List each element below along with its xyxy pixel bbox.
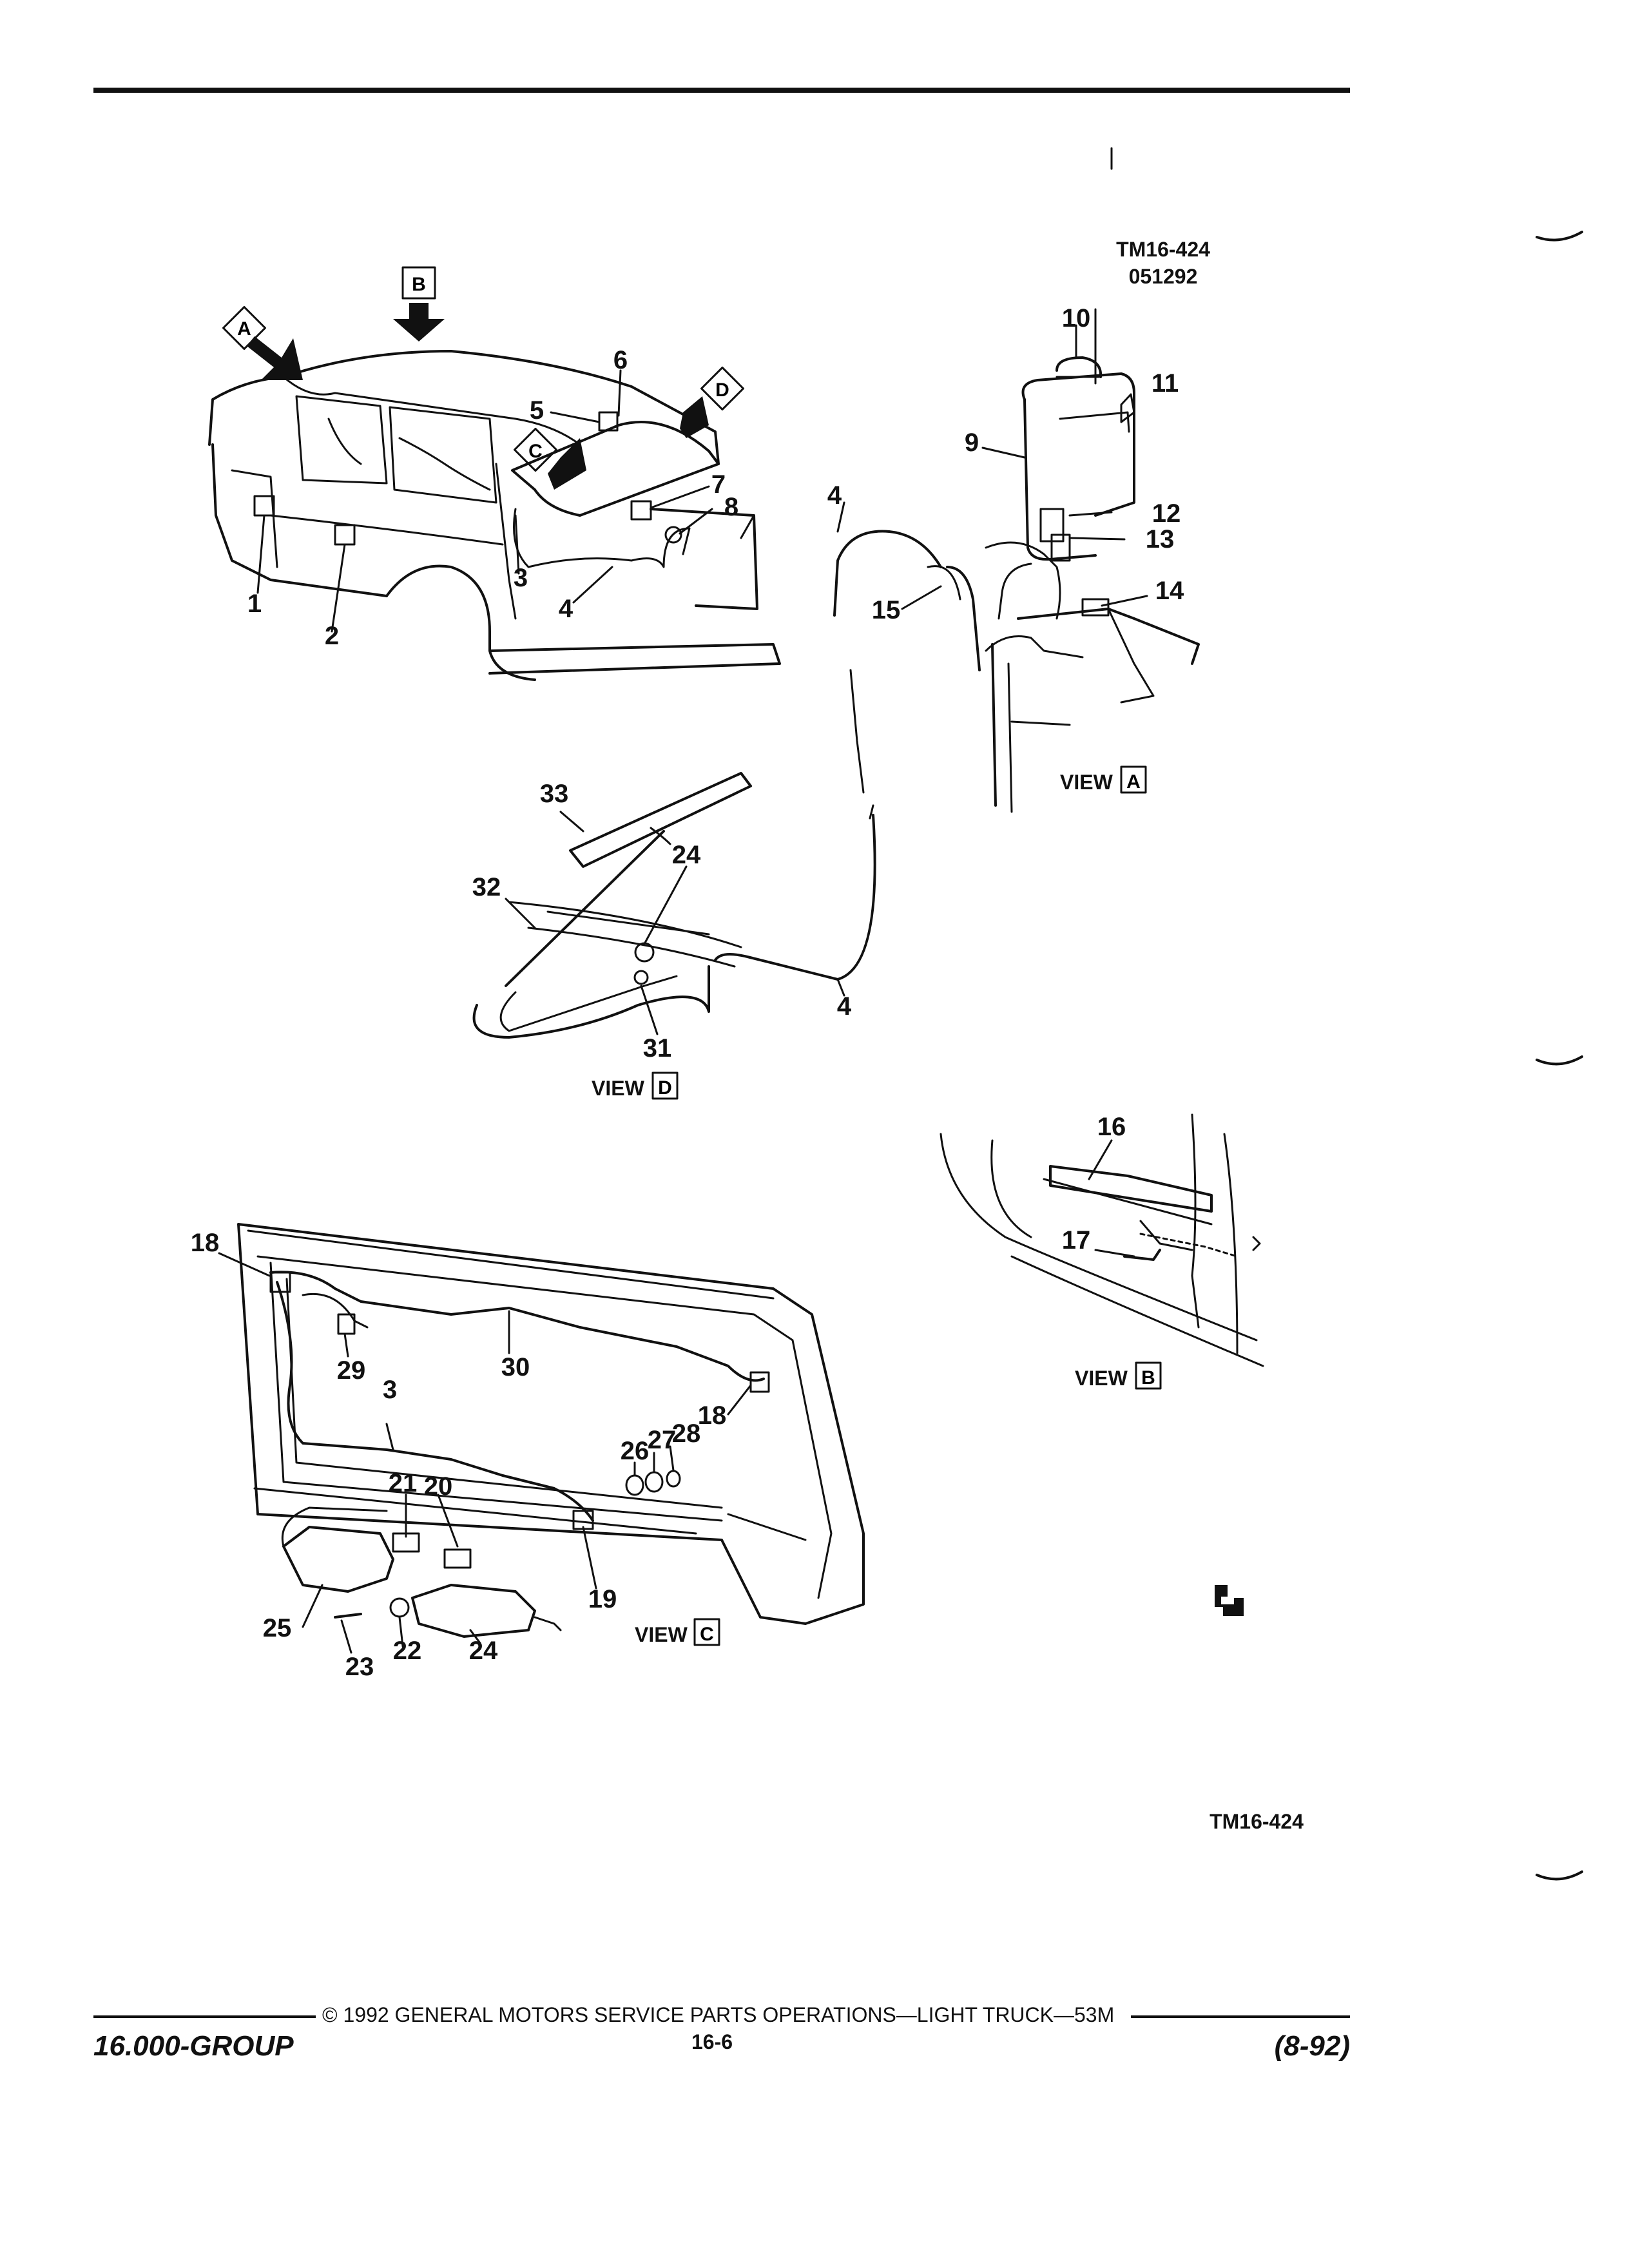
view-d-box	[651, 1072, 679, 1100]
view-a-arrow: A	[222, 305, 303, 380]
callout-3: 3	[514, 564, 528, 592]
van-overview-illustration	[208, 350, 781, 681]
callout-27: 27	[648, 1426, 677, 1454]
callout-21: 21	[389, 1469, 418, 1497]
svg-text:D: D	[658, 1077, 672, 1099]
view-a-illustration	[901, 147, 1200, 813]
callout-3-view-c: 3	[383, 1376, 397, 1404]
drawing-id: TM16-424	[1116, 238, 1210, 261]
callout-11: 11	[1152, 369, 1179, 398]
view-c-box	[693, 1618, 720, 1646]
view-d-label: VIEW	[592, 1077, 645, 1100]
callout-18-right: 18	[698, 1401, 727, 1430]
callout-2: 2	[325, 622, 339, 650]
callout-23: 23	[345, 1653, 374, 1681]
svg-text:C: C	[700, 1624, 714, 1645]
callout-9: 9	[965, 428, 979, 457]
view-d-arrow: D	[680, 366, 745, 438]
callout-7: 7	[711, 470, 726, 499]
callout-4: 4	[559, 595, 574, 623]
callout-28: 28	[672, 1419, 701, 1448]
view-a-box	[1120, 765, 1147, 794]
svg-text:A: A	[237, 318, 251, 340]
callout-33: 33	[540, 780, 569, 808]
svg-text:B: B	[412, 274, 426, 295]
callout-10: 10	[1062, 304, 1091, 332]
callout-4-hose-top: 4	[827, 481, 842, 510]
callout-20: 20	[424, 1472, 453, 1501]
callout-4-hose-bottom: 4	[837, 992, 852, 1021]
svg-text:D: D	[715, 380, 729, 401]
callout-5: 5	[530, 396, 544, 425]
view-d-illustration	[472, 772, 752, 1039]
callout-22: 22	[393, 1637, 422, 1665]
binding-mark	[1536, 231, 1583, 242]
callout-12: 12	[1152, 499, 1181, 528]
callout-18-left: 18	[191, 1229, 220, 1257]
view-c-arrow: C	[513, 427, 586, 490]
gm-logo-mark	[1215, 1585, 1244, 1616]
view-b-illustration	[940, 1113, 1264, 1367]
washer-hose	[714, 501, 942, 997]
callout-29: 29	[337, 1356, 366, 1385]
callout-30: 30	[501, 1353, 530, 1381]
view-b-arrow: B	[393, 266, 445, 341]
svg-text:C: C	[528, 441, 543, 462]
callout-24-view-d: 24	[672, 841, 701, 869]
view-c-label: VIEW	[635, 1623, 688, 1646]
callout-31: 31	[643, 1034, 672, 1062]
drawing-date: 051292	[1129, 265, 1198, 288]
callout-6: 6	[613, 346, 628, 374]
callout-32: 32	[472, 873, 501, 901]
callout-15: 15	[872, 596, 901, 624]
callout-16: 16	[1097, 1113, 1126, 1141]
view-c-illustration	[218, 1223, 865, 1654]
footer-copyright: © 1992 GENERAL MOTORS SERVICE PARTS OPER…	[322, 2003, 1114, 2026]
callout-25: 25	[263, 1614, 292, 1642]
callout-8: 8	[724, 493, 738, 521]
svg-text:B: B	[1141, 1367, 1155, 1389]
footer-date: (8-92)	[1275, 2030, 1350, 2062]
view-a-label: VIEW	[1060, 771, 1113, 794]
footer-page: 16-6	[691, 2030, 733, 2053]
callout-1: 1	[247, 590, 262, 618]
callout-24: 24	[469, 1637, 498, 1665]
callout-19: 19	[588, 1585, 617, 1613]
callout-13: 13	[1146, 525, 1175, 553]
bottom-drawing-ref: TM16-424	[1210, 1810, 1304, 1833]
callout-17: 17	[1062, 1226, 1091, 1254]
top-rule	[93, 88, 1350, 93]
callout-14: 14	[1155, 577, 1184, 605]
callout-26: 26	[621, 1437, 650, 1465]
footer: © 1992 GENERAL MOTORS SERVICE PARTS OPER…	[93, 2003, 1350, 2062]
footer-group: 16.000-GROUP	[93, 2030, 294, 2062]
binding-mark	[1536, 1055, 1583, 1066]
binding-mark	[1536, 1870, 1583, 1881]
view-b-label: VIEW	[1075, 1367, 1128, 1390]
view-b-box	[1135, 1361, 1162, 1390]
svg-text:A: A	[1126, 771, 1141, 793]
